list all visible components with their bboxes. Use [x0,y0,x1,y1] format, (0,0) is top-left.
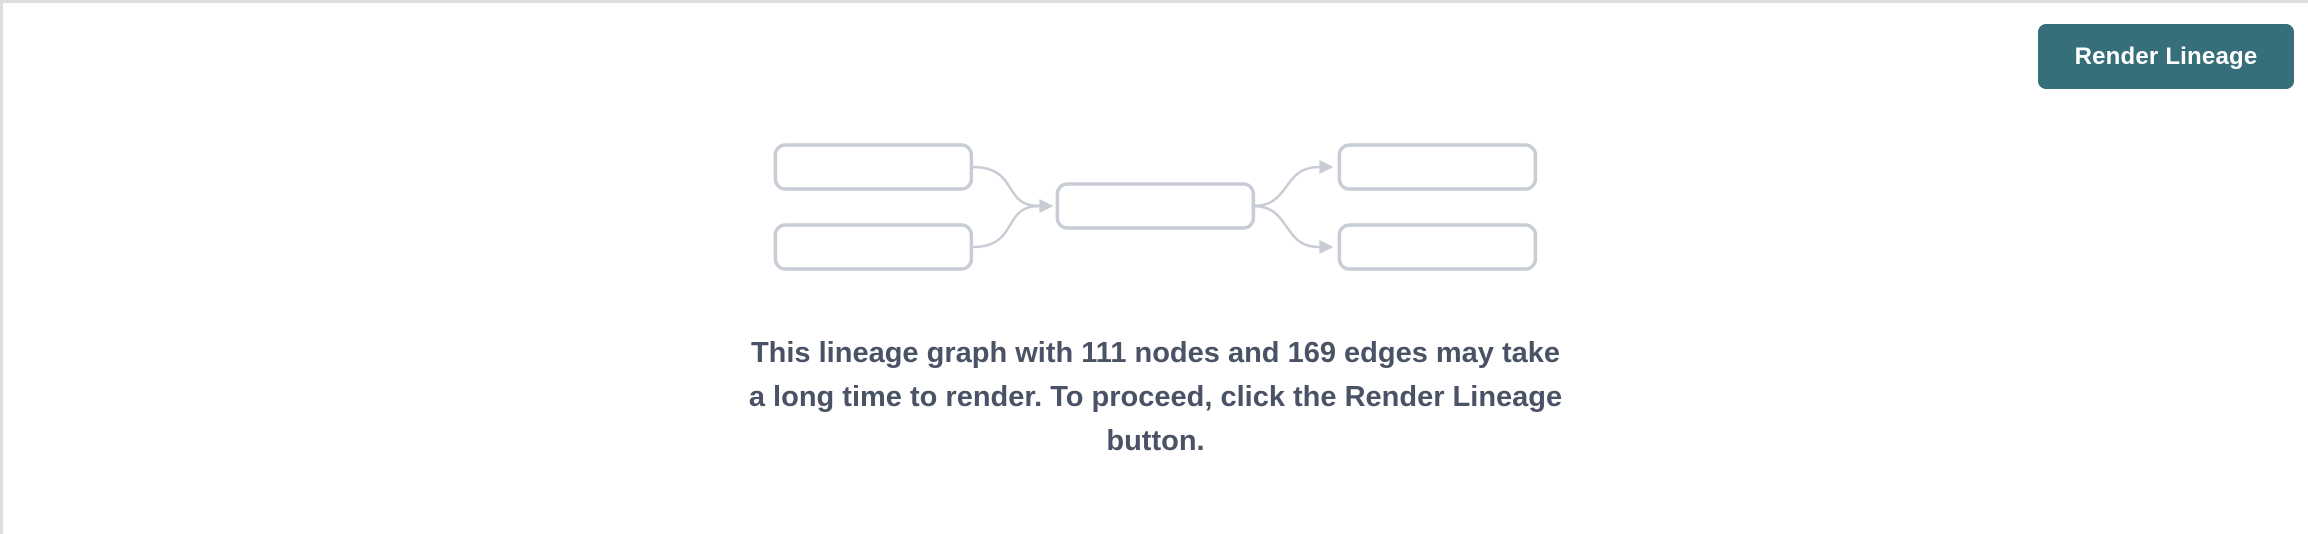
placeholder-node [1337,223,1538,271]
message-line: This lineage graph with 111 nodes and 16… [750,337,1561,369]
placeholder-node [773,223,974,271]
placeholder-edge [1253,204,1320,249]
placeholder-node [1055,182,1256,230]
message-line: a long time to render. To proceed, click… [748,381,1563,413]
placeholder-node [1337,143,1538,191]
placeholder-node [773,143,974,191]
render-lineage-button[interactable]: Render Lineage [2038,24,2294,89]
message-line: button. [1106,425,1205,457]
placeholder-edge [972,165,1040,208]
lineage-placeholder: This lineage graph with 111 nodes and 16… [749,143,1562,463]
arrowhead-icon [1039,199,1054,213]
placeholder-edge [1253,165,1320,208]
lineage-warning-message: This lineage graph with 111 nodes and 16… [749,331,1562,463]
arrowhead-icon [1319,240,1334,254]
lineage-graph-placeholder-graphic [773,143,1538,271]
arrowhead-icon [1319,160,1334,174]
placeholder-edge [972,204,1040,249]
